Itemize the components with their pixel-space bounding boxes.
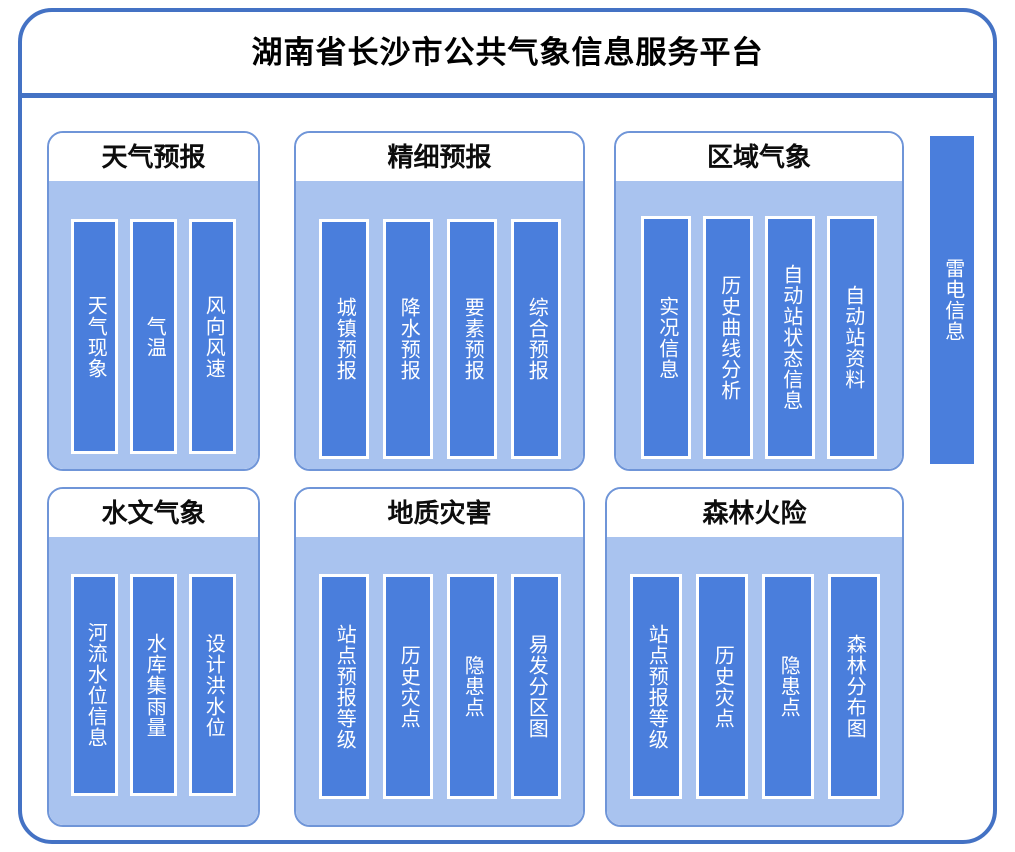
item-label: 自动站资料 [841,285,864,390]
item-label: 气温 [143,315,166,358]
group-hydrological-meteorology[interactable]: 水文气象 河流水位信息 水库集雨量 设计洪水位 [47,487,260,827]
item-bar[interactable]: 综合预报 [510,219,561,459]
item-label: 森林分布图 [843,634,866,739]
group-body: 城镇预报 降水预报 要素预报 综合预报 [296,181,583,469]
standalone-bar-label: 雷电信息 [941,258,964,342]
item-bar[interactable]: 城镇预报 [318,219,369,459]
item-label: 隐患点 [461,655,484,718]
page-title: 湖南省长沙市公共气象信息服务平台 [251,35,764,70]
group-geological-disaster[interactable]: 地质灾害 站点预报等级 历史灾点 隐患点 易发分区图 [294,487,585,827]
item-label: 历史灾点 [711,644,734,729]
item-bar[interactable]: 易发分区图 [510,574,561,799]
group-body: 河流水位信息 水库集雨量 设计洪水位 [49,537,258,825]
item-bar[interactable]: 站点预报等级 [629,574,682,799]
group-body: 站点预报等级 历史灾点 隐患点 森林分布图 [607,537,902,825]
item-label: 设计洪水位 [202,632,225,738]
item-label: 隐患点 [777,655,800,718]
title-bar: 湖南省长沙市公共气象信息服务平台 [22,12,993,98]
item-bar[interactable]: 实况信息 [641,216,691,459]
group-forest-fire-risk[interactable]: 森林火险 站点预报等级 历史灾点 隐患点 森林分布图 [605,487,904,827]
item-label: 天气现象 [84,294,107,379]
item-label: 站点预报等级 [645,623,668,750]
group-header: 天气预报 [49,133,258,181]
item-bar[interactable]: 森林分布图 [827,574,880,799]
item-label: 自动站状态信息 [779,264,802,411]
group-body: 站点预报等级 历史灾点 隐患点 易发分区图 [296,537,583,825]
item-bar[interactable]: 要素预报 [446,219,497,459]
group-title: 区域气象 [706,142,811,172]
item-bar[interactable]: 河流水位信息 [71,574,118,796]
item-bar[interactable]: 自动站状态信息 [765,216,815,459]
item-label: 历史灾点 [397,644,420,729]
group-body: 天气现象 气温 风向风速 [49,181,258,469]
item-bar[interactable]: 历史曲线分析 [703,216,753,459]
group-weather-forecast[interactable]: 天气预报 天气现象 气温 风向风速 [47,131,260,471]
group-title: 精细预报 [387,142,492,172]
item-bar[interactable]: 气温 [130,219,177,454]
group-title: 地质灾害 [387,498,492,528]
item-label: 综合预报 [525,297,548,381]
item-bar[interactable]: 设计洪水位 [189,574,236,796]
item-label: 水库集雨量 [143,632,166,738]
group-header: 森林火险 [607,489,902,537]
item-label: 河流水位信息 [84,622,107,748]
item-bar[interactable]: 降水预报 [382,219,433,459]
item-bar[interactable]: 水库集雨量 [130,574,177,796]
group-title: 天气预报 [101,142,206,172]
item-label: 易发分区图 [525,634,548,739]
item-bar[interactable]: 站点预报等级 [318,574,369,799]
item-label: 历史曲线分析 [717,274,740,401]
item-bar[interactable]: 隐患点 [446,574,497,799]
item-label: 风向风速 [202,294,225,379]
item-label: 实况信息 [655,295,678,380]
group-title: 森林火险 [702,498,807,528]
diagram-body: 天气预报 天气现象 气温 风向风速 精细预报 城镇预报 [22,98,993,840]
platform-frame: 湖南省长沙市公共气象信息服务平台 天气预报 天气现象 气温 风向风速 [18,8,997,844]
group-fine-forecast[interactable]: 精细预报 城镇预报 降水预报 要素预报 综合预报 [294,131,585,471]
group-header: 水文气象 [49,489,258,537]
group-body: 实况信息 历史曲线分析 自动站状态信息 自动站资料 [616,181,902,469]
item-bar[interactable]: 历史灾点 [382,574,433,799]
item-label: 城镇预报 [333,297,356,381]
group-regional-meteorology[interactable]: 区域气象 实况信息 历史曲线分析 自动站状态信息 自动站资料 [614,131,904,471]
item-bar[interactable]: 历史灾点 [695,574,748,799]
item-label: 降水预报 [397,297,420,381]
group-header: 精细预报 [296,133,583,181]
group-header: 地质灾害 [296,489,583,537]
item-bar[interactable]: 隐患点 [761,574,814,799]
item-label: 站点预报等级 [333,623,356,750]
standalone-bar-lightning[interactable]: 雷电信息 [930,136,974,464]
item-bar[interactable]: 自动站资料 [827,216,877,459]
item-bar[interactable]: 天气现象 [71,219,118,454]
item-bar[interactable]: 风向风速 [189,219,236,454]
group-header: 区域气象 [616,133,902,181]
item-label: 要素预报 [461,297,484,381]
group-title: 水文气象 [101,498,206,528]
